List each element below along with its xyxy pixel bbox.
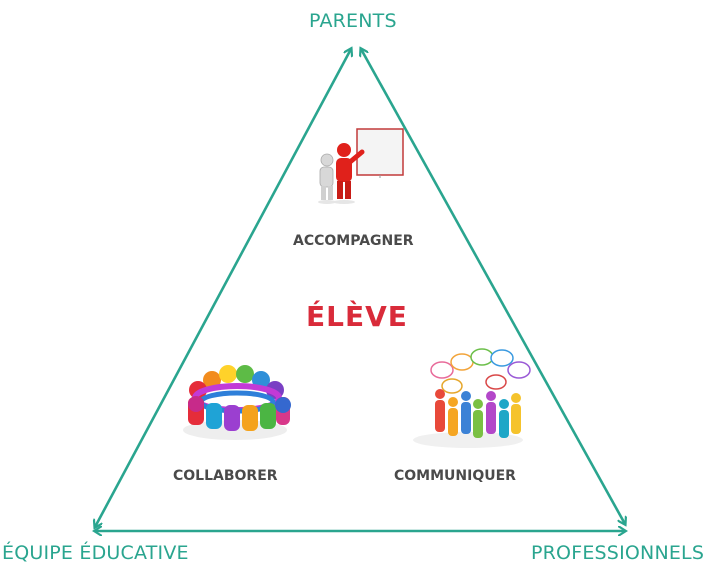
corner-label-parents: PARENTS	[309, 10, 397, 32]
center-label-eleve: ÉLÈVE	[306, 300, 408, 333]
corner-label-equipe-educative: ÉQUIPE ÉDUCATIVE	[2, 542, 189, 564]
arrow-parents-equipe	[95, 49, 351, 527]
team-circle-icon	[183, 365, 291, 440]
activity-label-accompagner: ACCOMPAGNER	[293, 233, 414, 249]
activity-label-collaborer: COLLABORER	[173, 468, 278, 484]
corner-label-professionnels: PROFESSIONNELS	[531, 542, 705, 564]
arrow-parents-professionnels	[361, 49, 625, 524]
speech-bubbles-group-icon	[413, 348, 531, 448]
presenter-whiteboard-icon	[318, 128, 404, 204]
activity-label-communiquer: COMMUNIQUER	[394, 468, 516, 484]
